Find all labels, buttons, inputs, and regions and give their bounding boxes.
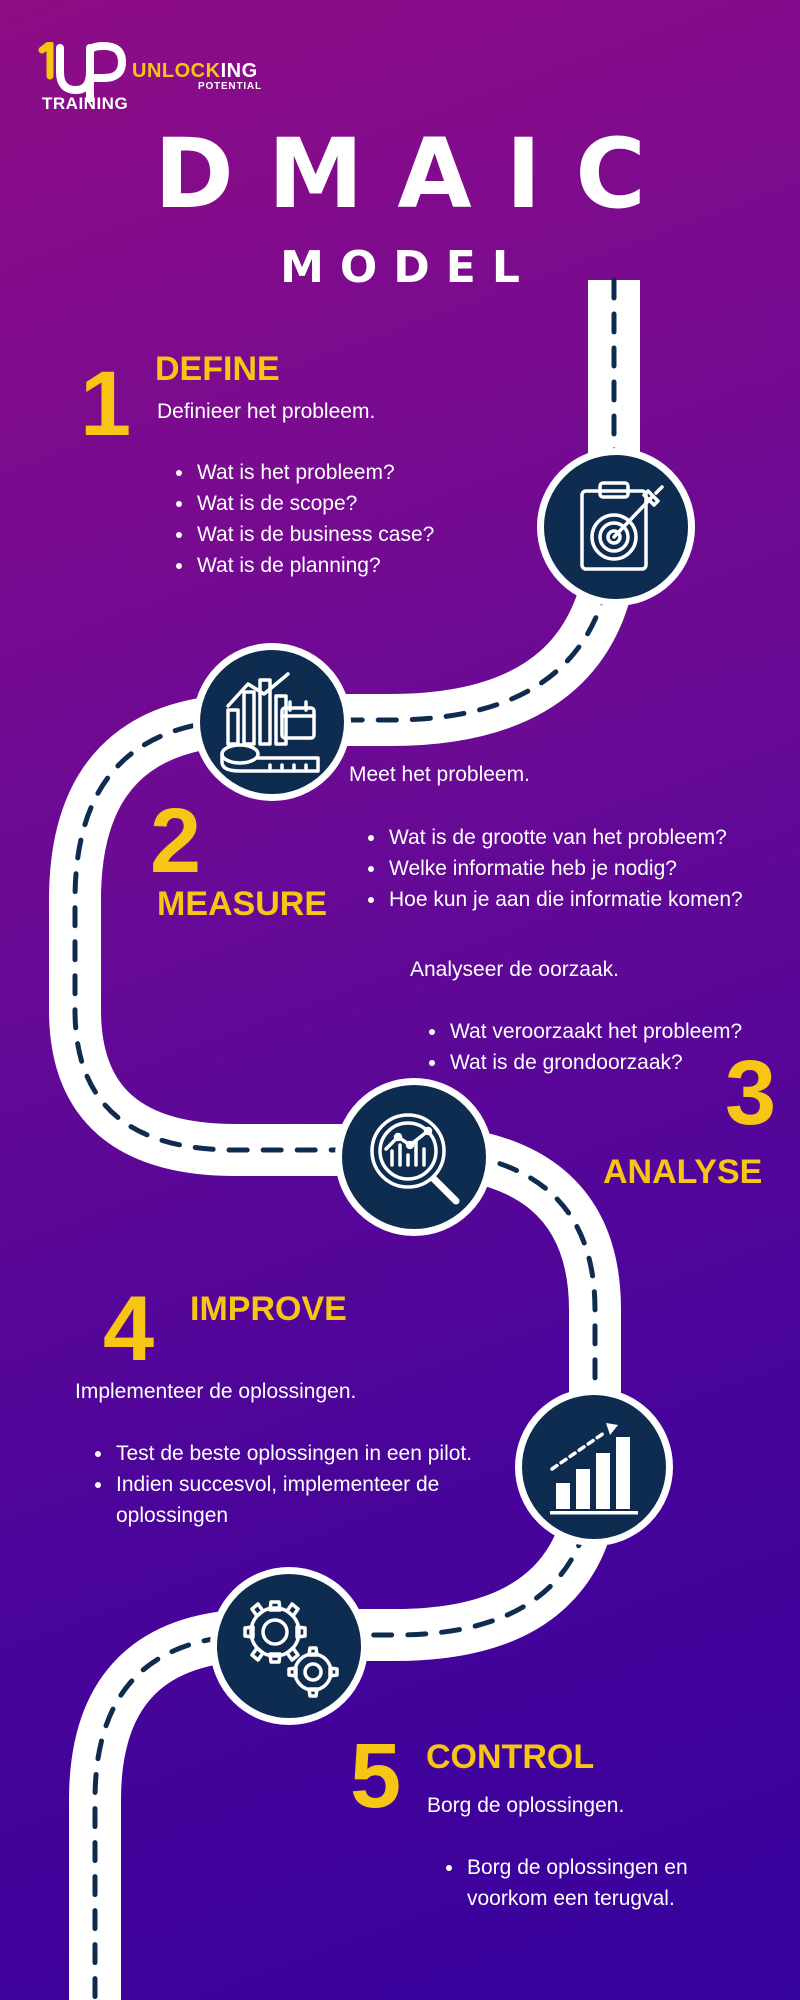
step-3-name: ANALYSE	[603, 1153, 763, 1191]
measure-tape-chart-icon	[220, 672, 320, 773]
page-title: DMAIC	[154, 118, 680, 230]
magnifier-chart-icon	[370, 1113, 460, 1205]
step-2-name: MEASURE	[157, 885, 328, 923]
list-item: Wat is het probleem?	[195, 457, 595, 488]
logo-mark-icon	[38, 42, 127, 102]
list-item: Test de beste oplossingen in een pilot.	[114, 1438, 544, 1469]
step-3-icon-badge	[335, 1078, 493, 1236]
step-5-bullets: Borg de oplossingen en voorkom een terug…	[427, 1852, 765, 1914]
step-5-intro: Borg de oplossingen.	[427, 1794, 625, 1817]
step-4-intro: Implementeer de oplossingen.	[75, 1380, 357, 1403]
step-3-number: 3	[725, 1042, 777, 1144]
list-item: Hoe kun je aan die informatie komen?	[387, 884, 800, 915]
step-3-intro: Analyseer de oorzaak.	[410, 958, 619, 981]
step-4-icon-badge	[515, 1388, 673, 1546]
target-clipboard-icon	[580, 481, 664, 571]
list-item: Wat veroorzaakt het probleem?	[448, 1016, 800, 1047]
page-subtitle: MODEL	[280, 242, 536, 293]
step-5-icon-badge	[210, 1567, 368, 1725]
step-4-bullets: Test de beste oplossingen in een pilot. …	[76, 1438, 544, 1531]
step-1-icon-badge	[537, 448, 695, 606]
step-5-name: CONTROL	[426, 1738, 595, 1776]
step-1-name: DEFINE	[155, 350, 280, 388]
step-2-icon-badge	[193, 643, 351, 801]
list-item: Indien succesvol, implementeer de oploss…	[114, 1469, 544, 1531]
list-item: Wat is de grondoorzaak?	[448, 1047, 800, 1078]
gears-icon	[243, 1600, 339, 1698]
logo-tagline: POTENTIAL	[198, 81, 262, 92]
logo-subtitle: TRAINING	[42, 94, 129, 113]
step-4-number: 4	[103, 1278, 155, 1380]
list-item: Borg de oplossingen en voorkom een terug…	[465, 1852, 765, 1914]
step-2-bullets: Wat is de grootte van het probleem? Welk…	[349, 822, 800, 915]
step-1-number: 1	[80, 353, 132, 455]
list-item: Wat is de planning?	[195, 550, 595, 581]
growth-bar-chart-icon	[550, 1423, 638, 1515]
list-item: Wat is de business case?	[195, 519, 595, 550]
step-1-intro: Definieer het probleem.	[157, 400, 376, 423]
step-3-bullets: Wat veroorzaakt het probleem? Wat is de …	[410, 1016, 800, 1078]
step-2-intro: Meet het probleem.	[349, 763, 530, 786]
step-5-number: 5	[350, 1725, 402, 1827]
list-item: Welke informatie heb je nodig?	[387, 853, 800, 884]
step-2-number: 2	[150, 790, 202, 892]
step-4-name: IMPROVE	[190, 1290, 347, 1328]
list-item: Wat is de scope?	[195, 488, 595, 519]
step-1-bullets: Wat is het probleem? Wat is de scope? Wa…	[157, 457, 595, 581]
list-item: Wat is de grootte van het probleem?	[387, 822, 800, 853]
logo-brand: UNLOCKING	[132, 60, 258, 82]
